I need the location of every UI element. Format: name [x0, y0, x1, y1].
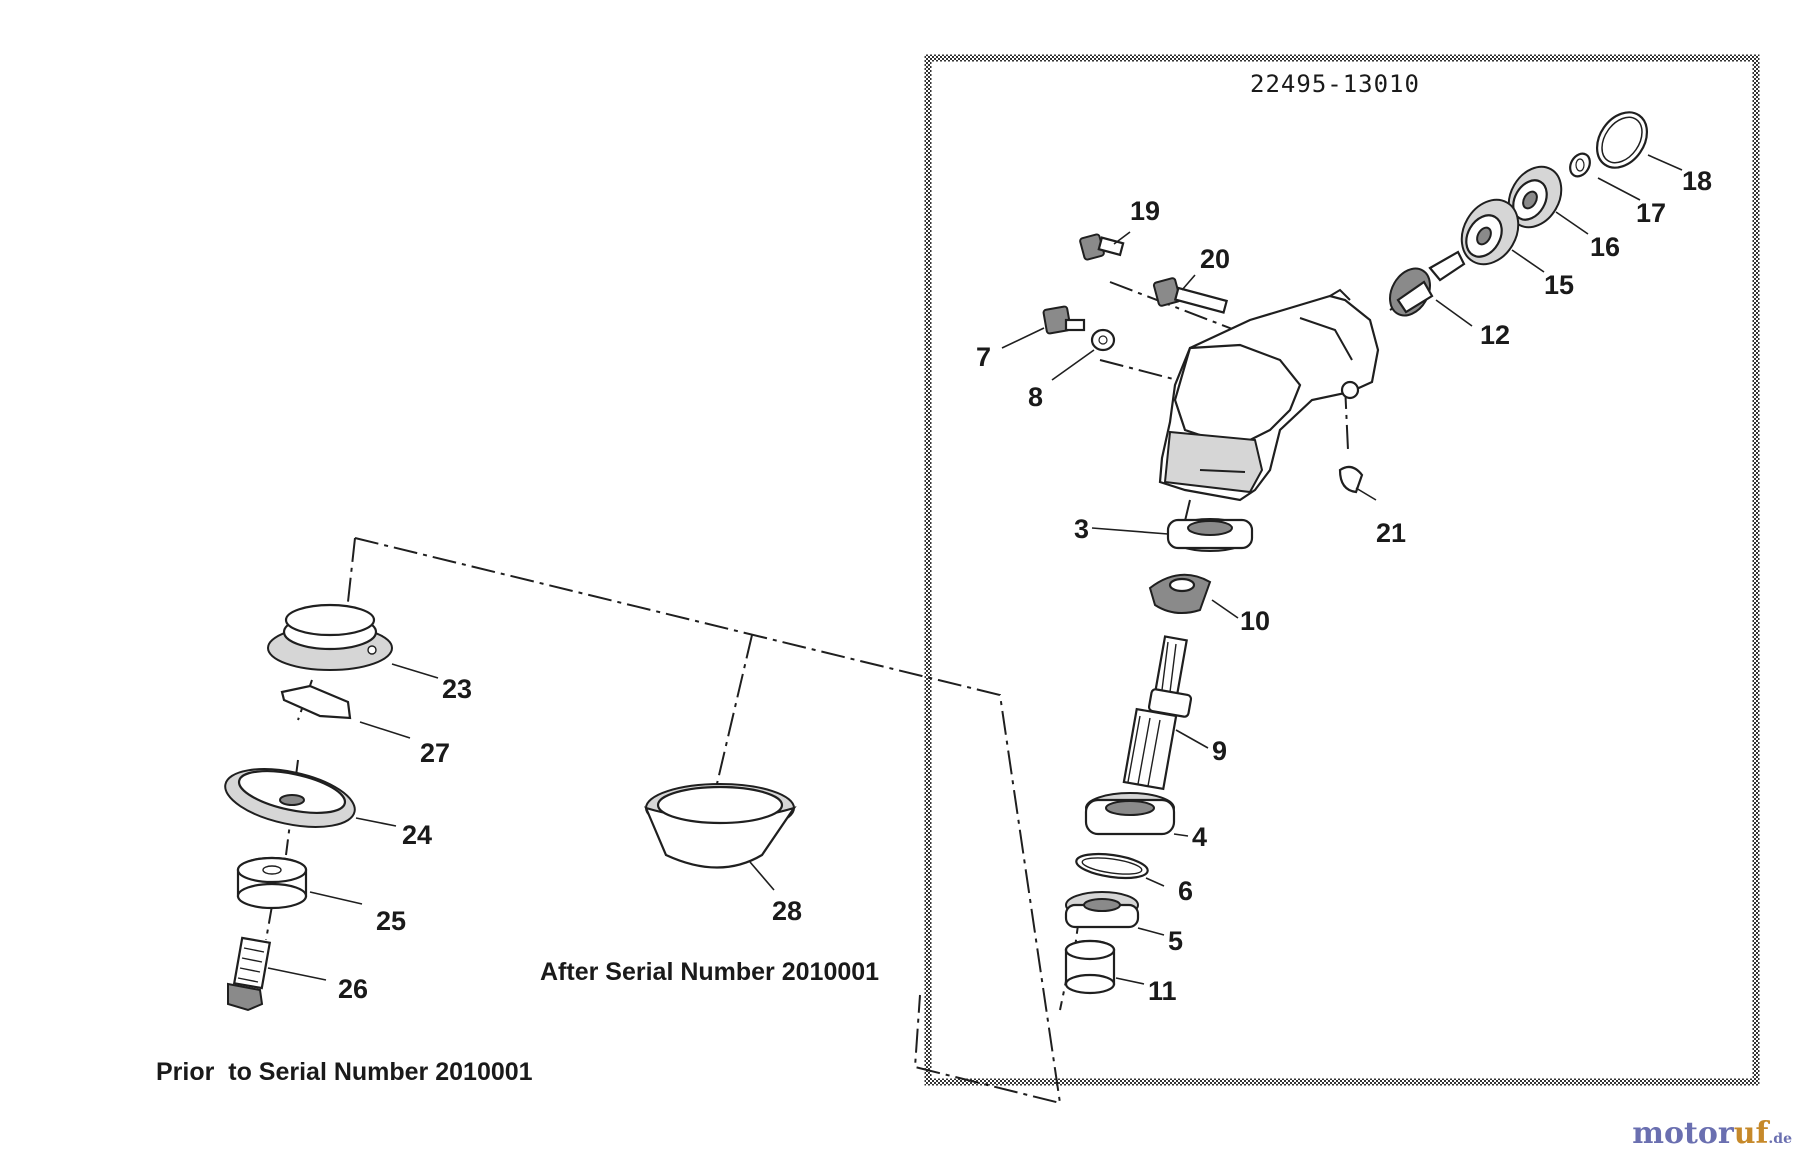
part-10-bevel-gear	[1148, 573, 1212, 615]
part-18-circlip	[1595, 111, 1649, 169]
callout-3: 3	[1074, 514, 1089, 544]
callout-18: 18	[1682, 166, 1712, 196]
caption-after-serial: After Serial Number 2010001	[540, 958, 879, 986]
part-8-washer	[1090, 328, 1116, 352]
part-15-bearing	[1460, 198, 1520, 266]
callout-25: 25	[376, 906, 406, 936]
callout-6: 6	[1178, 876, 1193, 906]
assembly-number: 22495-13010	[1250, 70, 1420, 98]
watermark-logo: motoruf.de	[1632, 1116, 1792, 1151]
assembly-frame	[924, 54, 1760, 1086]
part-12-pinion-gear	[1389, 250, 1466, 317]
callout-28: 28	[772, 896, 802, 926]
callout-4: 4	[1192, 822, 1207, 852]
callout-24: 24	[402, 820, 432, 850]
gear-housing	[1158, 288, 1380, 502]
part-26-bolt	[227, 936, 272, 1012]
callout-26: 26	[338, 974, 368, 1004]
callout-11: 11	[1148, 976, 1177, 1006]
part-28-cover	[644, 783, 797, 869]
part-23-cover	[267, 603, 393, 671]
callout-16: 16	[1590, 232, 1620, 262]
callout-27: 27	[420, 738, 450, 768]
part-17-washer	[1569, 152, 1591, 178]
part-21-clip	[1338, 465, 1364, 494]
part-25-washer	[236, 856, 308, 910]
callout-21: 21	[1376, 518, 1406, 548]
callout-17: 17	[1636, 198, 1666, 228]
part-9-spline-shaft	[1122, 635, 1193, 791]
callout-12: 12	[1480, 320, 1510, 350]
part-16-bearing	[1507, 165, 1563, 229]
caption-prior-serial: Prior to Serial Number 2010001	[156, 1058, 533, 1086]
part-3-bearing	[1166, 518, 1254, 552]
leader-lines	[267, 154, 1683, 985]
part-20-bolt	[1152, 277, 1229, 314]
callout-19: 19	[1130, 196, 1160, 226]
part-11-collar	[1064, 939, 1116, 995]
callout-8: 8	[1028, 382, 1043, 412]
callout-10: 10	[1240, 606, 1270, 636]
part-7-plug	[1042, 305, 1086, 335]
part-24-holder	[224, 768, 356, 828]
callout-5: 5	[1168, 926, 1183, 956]
callout-15: 15	[1544, 270, 1574, 300]
part-6-circlip	[1075, 852, 1149, 880]
part-5-seal	[1064, 891, 1140, 929]
callout-20: 20	[1200, 244, 1230, 274]
callout-23: 23	[442, 674, 472, 704]
callout-9: 9	[1212, 736, 1227, 766]
part-4-bearing	[1084, 792, 1176, 836]
part-27-plate	[280, 684, 352, 720]
callout-7: 7	[976, 342, 991, 372]
part-19-screw	[1079, 233, 1125, 261]
